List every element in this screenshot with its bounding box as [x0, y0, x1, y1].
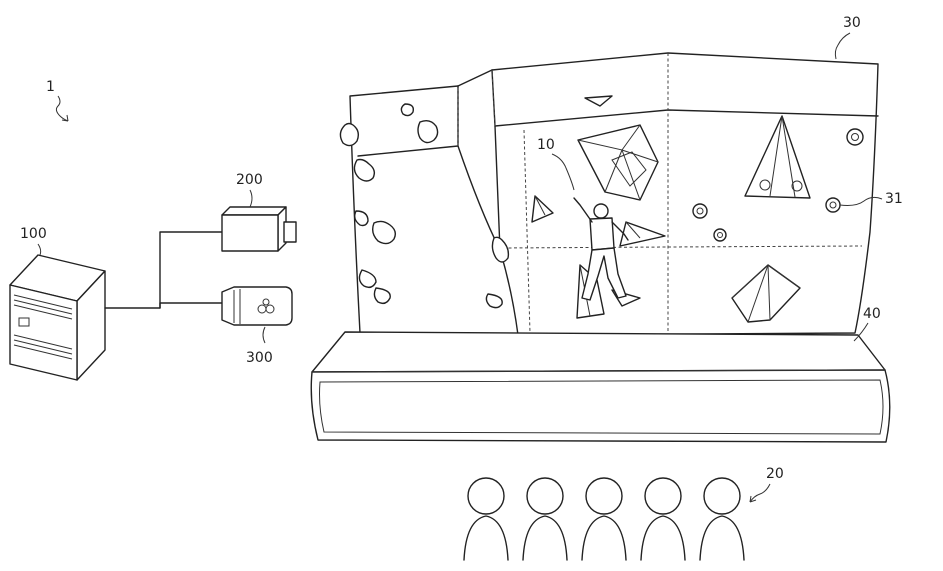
audience-person-3 [582, 478, 626, 560]
leader-system [56, 96, 68, 121]
camera-device [222, 207, 296, 251]
hold-pyramid-large [578, 125, 658, 200]
hold-left-6 [373, 221, 396, 243]
leader-projector [263, 327, 265, 343]
hold-tri-small [585, 96, 612, 106]
hold-left-5 [355, 211, 368, 226]
label-wall: 30 [843, 15, 861, 31]
hold-left-10 [486, 294, 502, 308]
audience-person-5 [700, 478, 744, 560]
leader-camera [250, 190, 252, 207]
computer-tower [10, 255, 105, 380]
label-climber: 10 [537, 137, 555, 153]
leader-hold [840, 197, 882, 205]
leader-wall [835, 33, 850, 59]
hold-left-9 [492, 237, 508, 262]
audience-person-1 [464, 478, 508, 560]
hold-left-2 [401, 104, 413, 116]
projector-device [222, 287, 292, 325]
label-camera: 200 [236, 172, 263, 188]
audience-person-4 [641, 478, 685, 560]
label-system: 1 [46, 79, 55, 95]
label-screen: 40 [863, 306, 881, 322]
hold-pyramid-tall [745, 116, 810, 198]
audience-person-2 [523, 478, 567, 560]
label-computer: 100 [20, 226, 47, 242]
hold-left-4 [354, 160, 374, 182]
camera-lens-icon [284, 222, 296, 242]
connection-lines [105, 232, 222, 308]
hold-pyramid-low [732, 265, 800, 322]
climbing-wall [340, 53, 878, 335]
hold-left-8 [374, 288, 390, 303]
hold-31 [826, 198, 840, 212]
display-screen [311, 332, 890, 442]
audience-group [464, 478, 744, 560]
leader-climber [552, 154, 574, 190]
label-hold: 31 [885, 191, 903, 207]
hold-left-3 [418, 121, 438, 143]
hold-pyramid-small [532, 196, 553, 222]
label-audience: 20 [766, 466, 784, 482]
hold-left-1 [340, 124, 358, 146]
system-reference: 1 [46, 79, 68, 121]
hold-pyramid-mid [620, 222, 665, 246]
label-projector: 300 [246, 350, 273, 366]
leader-computer [38, 244, 41, 255]
hold-left-7 [359, 270, 376, 287]
climber-head [594, 204, 608, 218]
leader-audience [750, 484, 770, 502]
